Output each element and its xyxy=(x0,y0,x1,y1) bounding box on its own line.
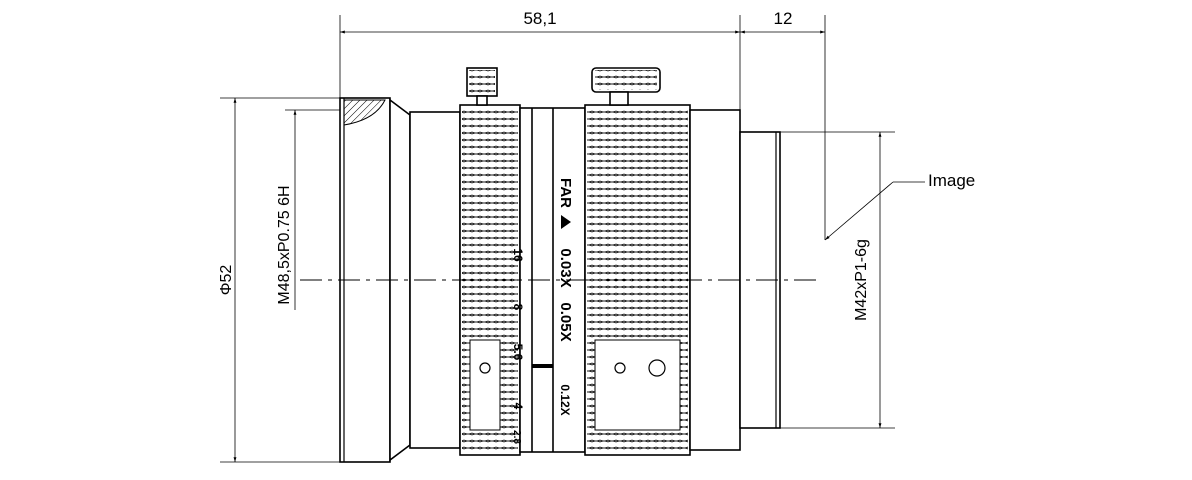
outer-diameter-label: Φ52 xyxy=(218,265,235,296)
focus-label: 0.03X xyxy=(557,248,574,287)
f-stop-label: 2.8 xyxy=(511,430,522,444)
dimension-flange-distance: 12 xyxy=(740,9,825,34)
f-stop-label: 4 xyxy=(511,403,525,410)
f-stop-label: 8 xyxy=(511,304,525,311)
focus-label: FAR xyxy=(557,178,574,208)
screw-hole xyxy=(614,362,626,374)
focus-label: 0.05X xyxy=(557,302,574,341)
focus-scale: FAR 0.03X 0.05X 0.12X xyxy=(557,178,574,416)
mount-thread-label: M42xP1-6g xyxy=(853,239,870,321)
dimension-filter-thread: M48,5xP0.75 6H xyxy=(276,110,297,310)
aperture-scale: 16 8 5.6 4 2.8 xyxy=(511,248,525,444)
filter-thread-label: M48,5xP0.75 6H xyxy=(276,185,293,304)
f-stop-label: 16 xyxy=(511,248,525,262)
screw-hole xyxy=(479,362,491,374)
overall-length-label: 58,1 xyxy=(523,9,556,28)
section-hatch xyxy=(343,99,386,126)
focus-label: 0.12X xyxy=(558,384,572,415)
screw-hole xyxy=(648,359,666,377)
dimension-outer-diameter: Φ52 xyxy=(218,98,237,463)
image-label: Image xyxy=(928,171,975,190)
dimension-mount-thread: M42xP1-6g xyxy=(853,132,882,429)
flange-distance-label: 12 xyxy=(774,9,793,28)
triangle-up-icon xyxy=(561,215,571,229)
f-stop-label: 5.6 xyxy=(511,344,525,361)
dimension-overall-length: 58,1 xyxy=(339,9,740,34)
image-plane-callout: Image xyxy=(824,171,975,241)
